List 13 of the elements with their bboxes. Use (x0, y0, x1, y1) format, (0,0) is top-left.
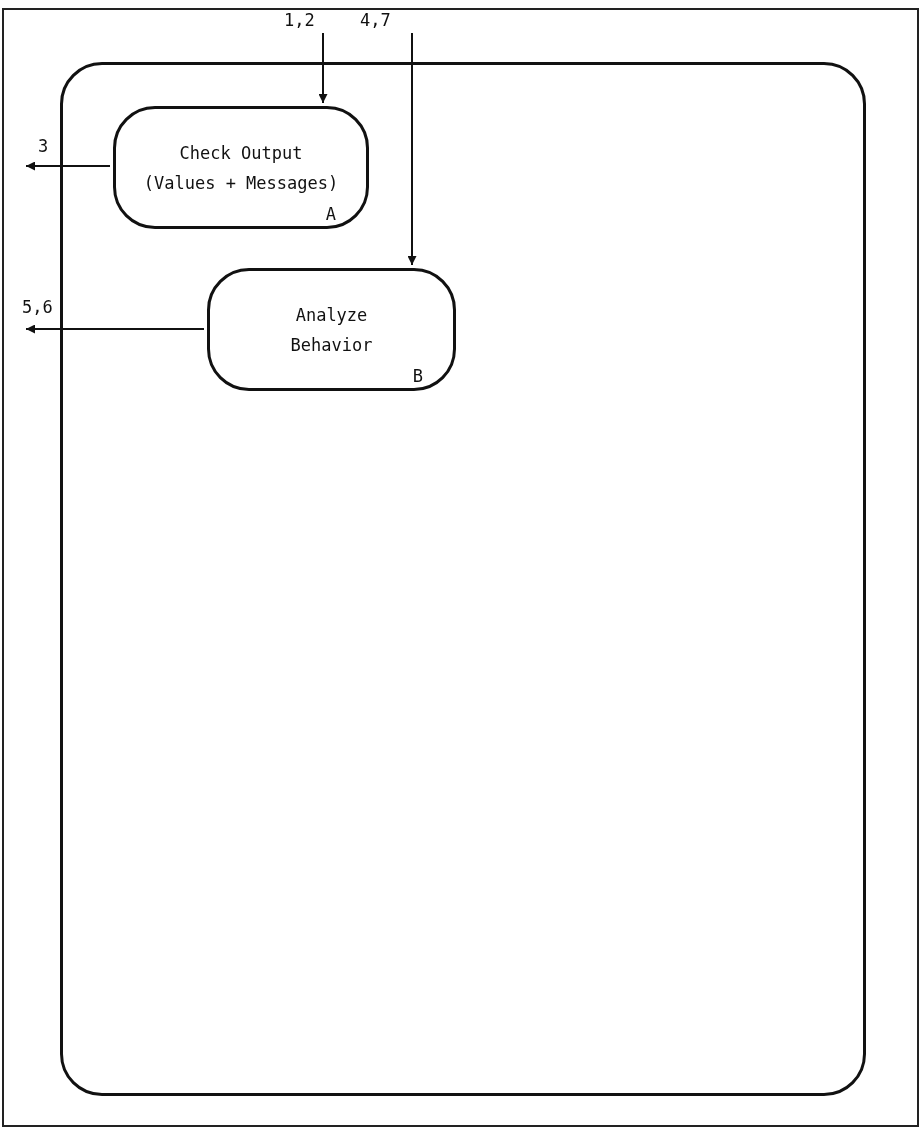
process-letter: B (412, 366, 423, 386)
edge-label: 4,7 (358, 10, 393, 30)
arrow (25, 161, 111, 171)
arrow (407, 32, 417, 266)
process-label: Check Output (Values + Messages) (142, 141, 340, 195)
process-letter: A (325, 204, 336, 224)
arrow (25, 324, 205, 334)
rounded-boundary-box (60, 62, 866, 1096)
edge-label: 5,6 (20, 297, 55, 317)
process-label: Analyze Behavior (289, 303, 374, 357)
process-box (207, 268, 456, 391)
process-box (113, 106, 369, 229)
arrow (318, 32, 328, 104)
